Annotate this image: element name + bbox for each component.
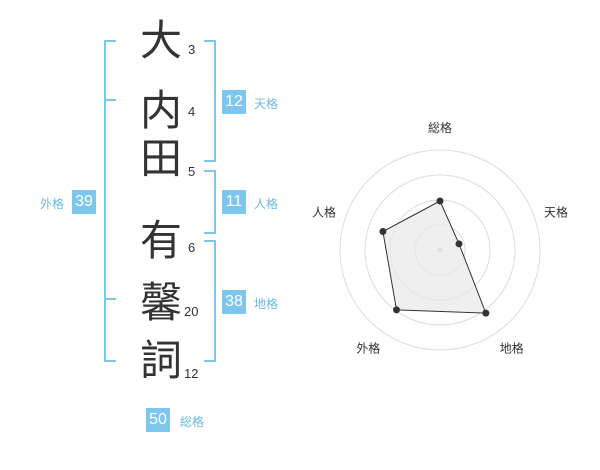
bracket-tick	[104, 99, 116, 101]
stroke-count: 6	[188, 240, 196, 255]
tenkaku-label: 天格	[254, 97, 279, 111]
chikaku-label: 地格	[254, 297, 279, 311]
jinkaku-label: 人格	[254, 197, 279, 211]
radar-point	[393, 306, 401, 314]
radar-area	[382, 200, 487, 314]
stroke-count: 5	[188, 164, 196, 179]
tenkaku-value: 12	[222, 90, 246, 114]
name-char: 田	[139, 134, 182, 183]
name-char: 有	[139, 216, 182, 265]
chikaku-bracket	[204, 240, 216, 362]
name-char: 内	[139, 86, 182, 135]
radar-point	[379, 227, 387, 235]
stroke-count: 4	[188, 104, 196, 119]
radar-axis-label: 地格	[500, 341, 524, 356]
radar-axis-label: 総格	[428, 120, 452, 135]
jinkaku-value: 11	[222, 190, 246, 214]
stroke-count: 3	[188, 42, 196, 57]
gaikaku-label: 外格	[40, 197, 65, 211]
radar-axis-label: 外格	[356, 341, 380, 356]
soukaku-value: 50	[146, 408, 170, 432]
chikaku-value: 38	[222, 290, 246, 314]
radar-axis-label: 人格	[312, 204, 336, 219]
gaikaku-bracket	[104, 40, 116, 362]
name-char: 詞	[139, 336, 182, 385]
radar-point	[482, 309, 490, 317]
tenkaku-bracket	[204, 40, 216, 162]
name-char: 大	[139, 16, 182, 65]
gaikaku-value: 39	[72, 190, 96, 214]
radar-ring	[364, 174, 516, 326]
name-char: 馨	[139, 278, 182, 327]
soukaku-label: 総格	[180, 415, 205, 429]
bracket-tick	[104, 298, 116, 300]
radar-point	[455, 240, 463, 248]
stroke-count: 12	[184, 366, 199, 381]
radar-ring	[339, 149, 541, 351]
jinkaku-bracket	[204, 170, 216, 234]
stroke-count: 20	[184, 304, 199, 319]
radar-axis-label: 天格	[544, 204, 568, 219]
radar-point	[436, 197, 444, 205]
